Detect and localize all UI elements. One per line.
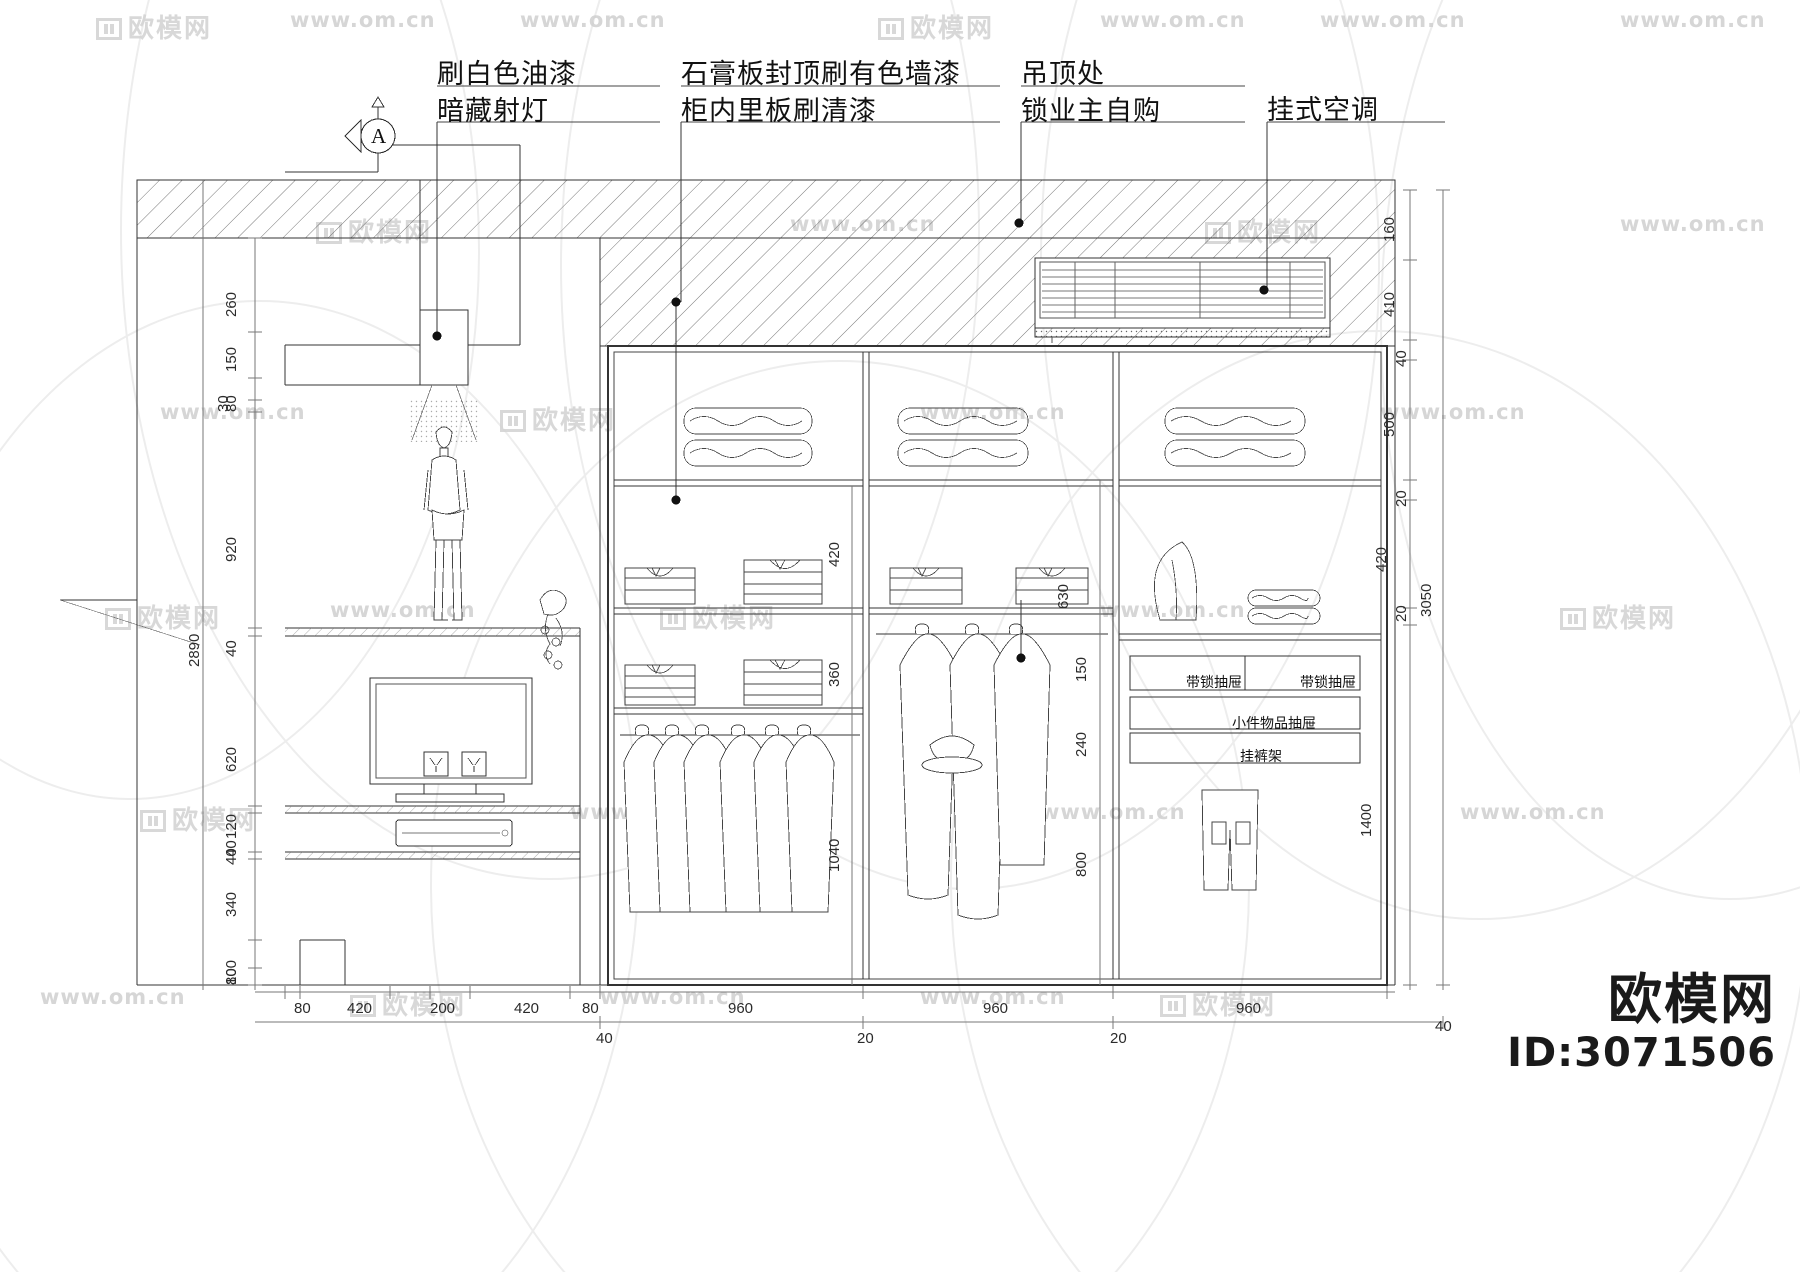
dimension-bottom_row_2-40: 40 [596, 1030, 613, 1047]
dimension-bottom_row_1-960: 960 [983, 1000, 1009, 1017]
dimension-left_column_inner-120: 120 [223, 813, 240, 839]
pants-rack-label: 挂裤架 [1240, 749, 1282, 765]
anno-ceiling-lock-line1: 吊顶处 [1021, 59, 1105, 90]
dimension-bottom_row_1-200: 200 [430, 1000, 456, 1017]
dimension-left_column_outer-2890: 2890 [186, 633, 203, 667]
dimension-bottom_row_2-20: 20 [857, 1030, 874, 1047]
anno-ac-line1: 挂式空调 [1267, 95, 1379, 126]
dimension-left_column_inner-40: 40 [223, 848, 240, 865]
dimension-right_column_inner-420: 420 [1373, 546, 1390, 572]
dimension-interior_vertical-630: 630 [1055, 583, 1072, 609]
dimension-left_column_inner-150: 150 [223, 346, 240, 372]
drawer-small-label: 小件物品抽屉 [1232, 716, 1316, 732]
dimension-bottom_row_1-960: 960 [728, 1000, 754, 1017]
dimension-bottom_row_1-960: 960 [1236, 1000, 1262, 1017]
dimension-interior_vertical-360: 360 [826, 661, 843, 687]
dimension-interior_vertical-150: 150 [1073, 656, 1090, 682]
dimension-interior_vertical-800: 800 [1073, 851, 1090, 877]
dimension-right_column_inner-500: 500 [1381, 411, 1398, 437]
dimension-left_column_inner-620: 620 [223, 746, 240, 772]
dimension-right_column_inner-1400: 1400 [1358, 803, 1375, 837]
dimension-right_column_outer-3050: 3050 [1418, 583, 1435, 617]
dimension-left_column_inner-260: 260 [223, 291, 240, 317]
dimension-left_column_inner-920: 920 [223, 536, 240, 562]
dimension-bottom_row_1-420: 420 [514, 1000, 540, 1017]
dimension-bottom_row_1-80: 80 [582, 1000, 599, 1017]
dimension-interior_vertical-1040: 1040 [826, 838, 843, 872]
dimension-right_column_inner-20: 20 [1393, 605, 1410, 622]
anno-ceiling-lock-line2: 锁业主自购 [1021, 96, 1161, 127]
anno-paint-white-line2: 暗藏射灯 [437, 96, 549, 127]
section-marker-label: A [371, 124, 387, 148]
dimension-interior_vertical-420: 420 [826, 541, 843, 567]
dimension-right_column_inner-410: 410 [1381, 291, 1398, 317]
drawer-lock-2-label: 带锁抽屉 [1300, 675, 1356, 691]
anno-gypsum-line1: 石膏板封顶刷有色墙漆 [681, 59, 961, 90]
dimension-bottom_row_1-420: 420 [347, 1000, 373, 1017]
dimension-left_column_inner-40: 40 [223, 640, 240, 657]
dimension-right_column_inner-40: 40 [1393, 350, 1410, 367]
dimension-left_column_inner-30: 30 [215, 395, 232, 412]
brand-id: ID:3071506 [1507, 1030, 1776, 1076]
dimension-interior_vertical-240: 240 [1073, 731, 1090, 757]
dimension-bottom_row_2-40: 40 [1435, 1018, 1452, 1035]
brand-name: 欧模网 [1608, 968, 1776, 1031]
dimension-left_column_inner-340: 340 [223, 891, 240, 917]
dimension-right_column_inner-160: 160 [1381, 216, 1398, 242]
dimension-right_column_inner-20: 20 [1393, 490, 1410, 507]
anno-paint-white-line1: 刷白色油漆 [437, 59, 577, 90]
dimension-bottom_row_2-20: 20 [1110, 1030, 1127, 1047]
drawer-lock-1-label: 带锁抽屉 [1186, 675, 1242, 691]
dimension-bottom_row_1-80: 80 [294, 1000, 311, 1017]
anno-gypsum-line2: 柜内里板刷清漆 [681, 96, 877, 127]
dimension-left_column_inner-100: 100 [223, 959, 240, 985]
